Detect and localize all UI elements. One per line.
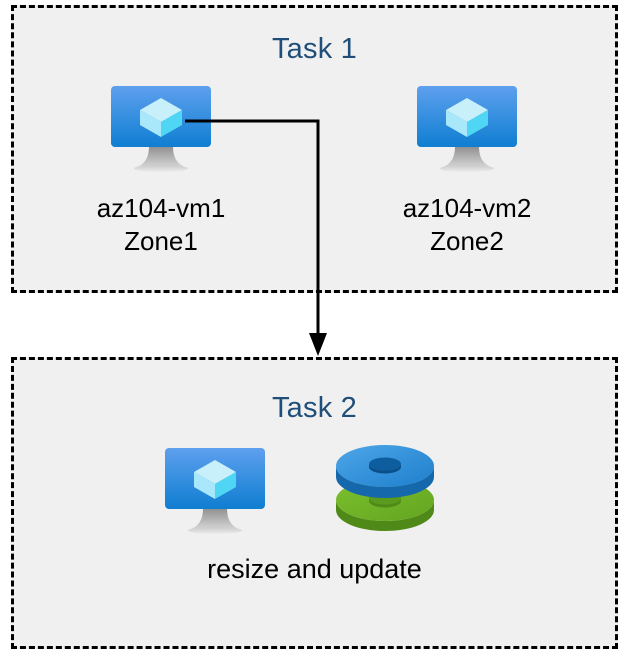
virtual-machine-icon <box>417 86 517 172</box>
node-az104-vm2-name: az104-vm2 <box>402 193 532 223</box>
down-arrow-icon <box>309 333 327 356</box>
virtual-machine-icon <box>111 86 211 172</box>
task-2-title: Task 2 <box>271 392 357 424</box>
task-2-vm-node <box>155 442 275 542</box>
node-az104-vm1-label: az104-vm1 Zone1 <box>54 192 268 258</box>
virtual-machine-icon <box>165 448 265 534</box>
node-az104-vm2-label: az104-vm2 Zone2 <box>360 192 574 258</box>
task-2-caption: resize and update <box>207 554 422 584</box>
task-2-icon-group <box>120 438 460 536</box>
task-1-title: Task 1 <box>271 33 357 65</box>
node-az104-vm1-name: az104-vm1 <box>96 193 226 223</box>
node-az104-vm1-zone: Zone1 <box>124 226 198 256</box>
node-az104-vm1: az104-vm1 Zone1 <box>54 80 268 258</box>
node-az104-vm2-zone: Zone2 <box>430 226 504 256</box>
task-2-container: Task 2 <box>11 357 618 649</box>
node-az104-vm2: az104-vm2 Zone2 <box>360 80 574 258</box>
managed-disks-node <box>330 438 440 536</box>
managed-disks-icon <box>336 445 434 531</box>
